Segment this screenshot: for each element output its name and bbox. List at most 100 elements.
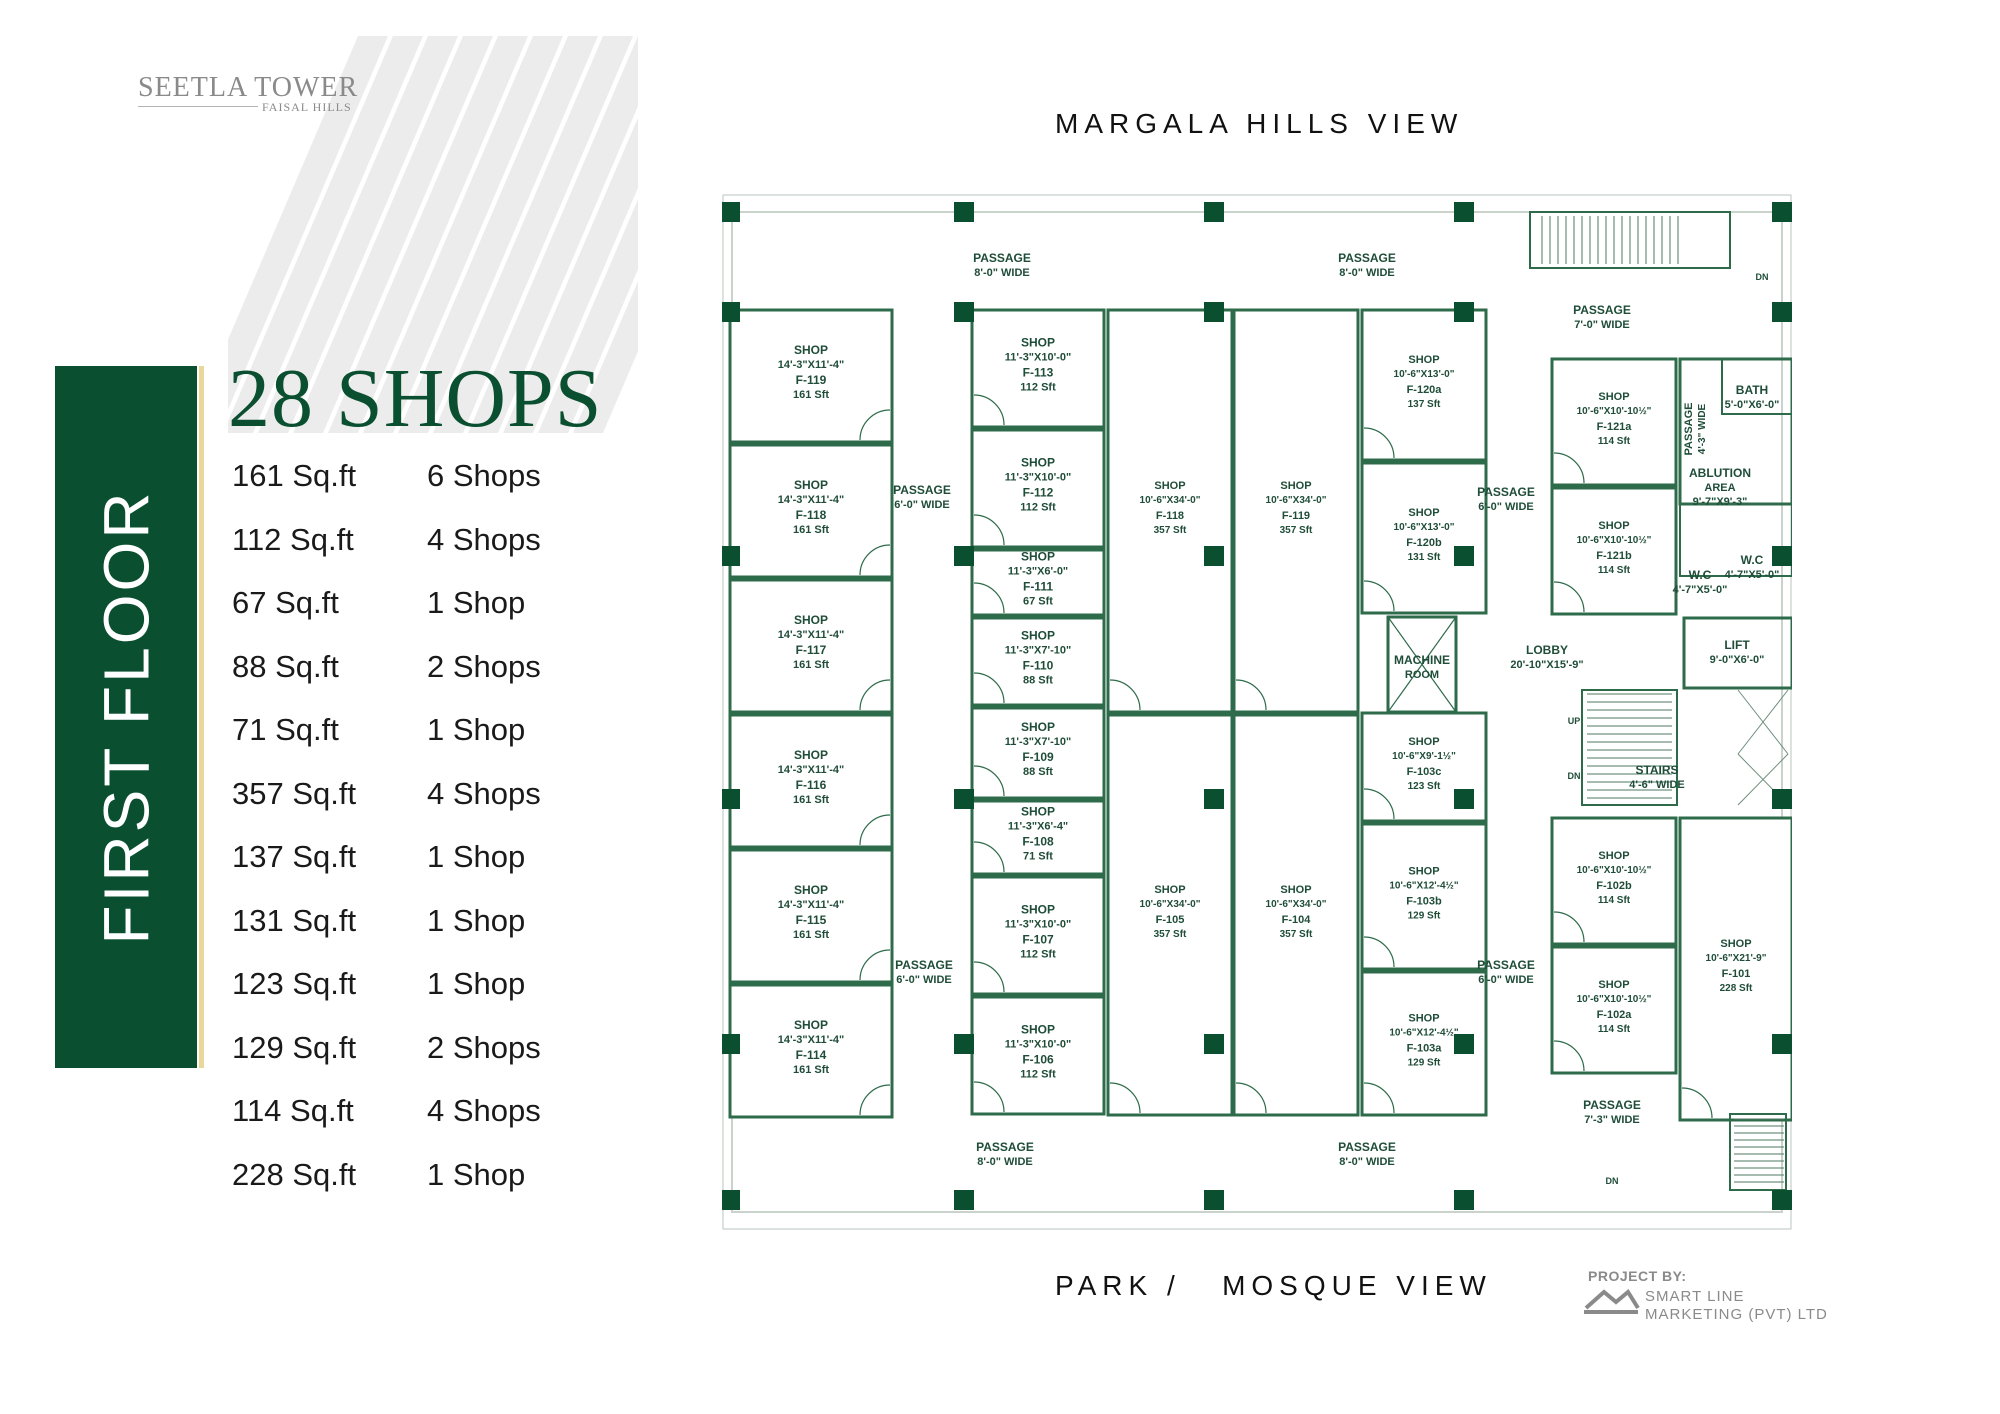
shop-id: F-118 (796, 508, 827, 522)
shop-size: 11'-3"X10'-0" (1005, 1039, 1071, 1051)
stair-top (1529, 211, 1731, 269)
door-swing (973, 514, 1005, 546)
structural-column (722, 1034, 740, 1054)
shop-id: F-111 (1023, 580, 1053, 594)
shop-area: 161 Sft (793, 389, 829, 401)
summary-count: 1 Shop (427, 902, 526, 938)
door-swing (973, 582, 1005, 614)
door-swing (973, 961, 1005, 993)
plan-label-sub: 8'-0" WIDE (1339, 1156, 1395, 1168)
shop-area: 114 Sft (1598, 1024, 1631, 1035)
shop-area: 112 Sft (1020, 382, 1056, 394)
door-swing (1681, 1087, 1713, 1119)
plan-label-sub: 4'-6" WIDE (1629, 779, 1685, 791)
plan-label-sub: 9'-0"X6'-0" (1710, 654, 1765, 666)
summary-count: 1 Shop (427, 585, 526, 620)
structural-column (1204, 789, 1224, 809)
shop-size: 11'-3"X7'-10" (1005, 645, 1071, 657)
summary-count: 2 Shops (427, 1029, 541, 1065)
door-swing (1553, 581, 1585, 613)
shop-room (970, 706, 1106, 800)
structural-column (1454, 202, 1474, 222)
project-by-label: PROJECT BY: (1588, 1268, 1687, 1284)
plan-label: LIFT (1724, 638, 1750, 652)
door-swing (1235, 679, 1267, 711)
shop-area: 88 Sft (1023, 675, 1053, 687)
shop-area: 161 Sft (793, 659, 829, 671)
shop-id: F-107 (1022, 933, 1054, 947)
door-swing (859, 1084, 891, 1116)
floor-title: FIRST FLOOR (55, 366, 197, 1068)
plan-label: W.C (1741, 553, 1764, 567)
structural-column (1204, 546, 1224, 566)
floor-title-text: FIRST FLOOR (90, 489, 162, 945)
structural-column (1454, 546, 1474, 566)
shop-id: F-109 (1022, 750, 1054, 764)
shop-area: 357 Sft (1154, 929, 1187, 940)
plan-label-sub: 20'-10"X15'-9" (1510, 659, 1583, 671)
shop-id: F-113 (1023, 366, 1054, 380)
plan-label: PASSAGE (1477, 958, 1535, 972)
shop-area: 228 Sft (1720, 983, 1753, 994)
plan-label: PASSAGE (973, 251, 1031, 265)
shop-label: SHOP (1021, 1023, 1055, 1037)
door-swing (1235, 1082, 1267, 1114)
plan-label-sub: 7'-3" WIDE (1584, 1114, 1640, 1126)
shop-id: F-115 (796, 913, 827, 927)
shop-size: 10'-6"X21'-9" (1706, 953, 1767, 964)
plan-label-sub: 6'-0" WIDE (896, 974, 952, 986)
floor-band (55, 366, 197, 1068)
shop-size: 11'-3"X10'-0" (1005, 472, 1071, 484)
shop-area: 129 Sft (1408, 911, 1441, 922)
shop-id: F-119 (796, 373, 827, 387)
company-logo-icon (1584, 1288, 1640, 1314)
structural-column (1454, 789, 1474, 809)
shop-area: 161 Sft (793, 524, 829, 536)
door-swing (1363, 936, 1395, 968)
plan-label: ABLUTION (1689, 466, 1751, 480)
company-name-line1: SMART LINE (1645, 1288, 1745, 1305)
lift-room (1682, 616, 1792, 690)
shop-room (728, 308, 894, 444)
shop-size: 10'-6"X34'-0" (1266, 495, 1327, 506)
shop-label: SHOP (1280, 480, 1311, 492)
shop-label: SHOP (1021, 336, 1055, 350)
door-swing (973, 1081, 1005, 1113)
plan-label-sub: 7'-0" WIDE (1574, 319, 1630, 331)
plan-label-sub: 8'-0" WIDE (977, 1156, 1033, 1168)
shop-id: F-102a (1597, 1009, 1633, 1021)
shop-area: 161 Sft (793, 1064, 829, 1076)
plan-label-sub: 5'-0"X6'-0" (1725, 399, 1780, 411)
shop-label: SHOP (1720, 938, 1751, 950)
summary-area: 114 Sq.ft (232, 1093, 354, 1128)
shop-label: SHOP (1021, 629, 1055, 643)
structural-column (1772, 789, 1792, 809)
plan-label: PASSAGE (893, 483, 951, 497)
door-swing (973, 765, 1005, 797)
shop-size: 14'-3"X11'-4" (778, 1034, 844, 1046)
shop-label: SHOP (1154, 480, 1185, 492)
door-swing (1553, 452, 1585, 484)
shop-room (970, 428, 1106, 549)
door-swing (859, 814, 891, 846)
floor-band-accent (199, 366, 204, 1068)
shop-label: SHOP (794, 478, 828, 492)
shop-size: 14'-3"X11'-4" (778, 359, 844, 371)
shop-room (1550, 816, 1678, 946)
shop-id: F-105 (1156, 914, 1185, 926)
plan-label: PASSAGE (1683, 403, 1695, 456)
door-swing (1109, 679, 1141, 711)
shop-label: SHOP (1408, 1013, 1439, 1025)
shop-size: 14'-3"X11'-4" (778, 494, 844, 506)
shop-label: SHOP (1598, 520, 1629, 532)
door-swing (859, 949, 891, 981)
shop-id: F-118 (1156, 510, 1184, 522)
door-swing (973, 672, 1005, 704)
plan-label: PASSAGE (1583, 1098, 1641, 1112)
door-swing (1109, 1082, 1141, 1114)
